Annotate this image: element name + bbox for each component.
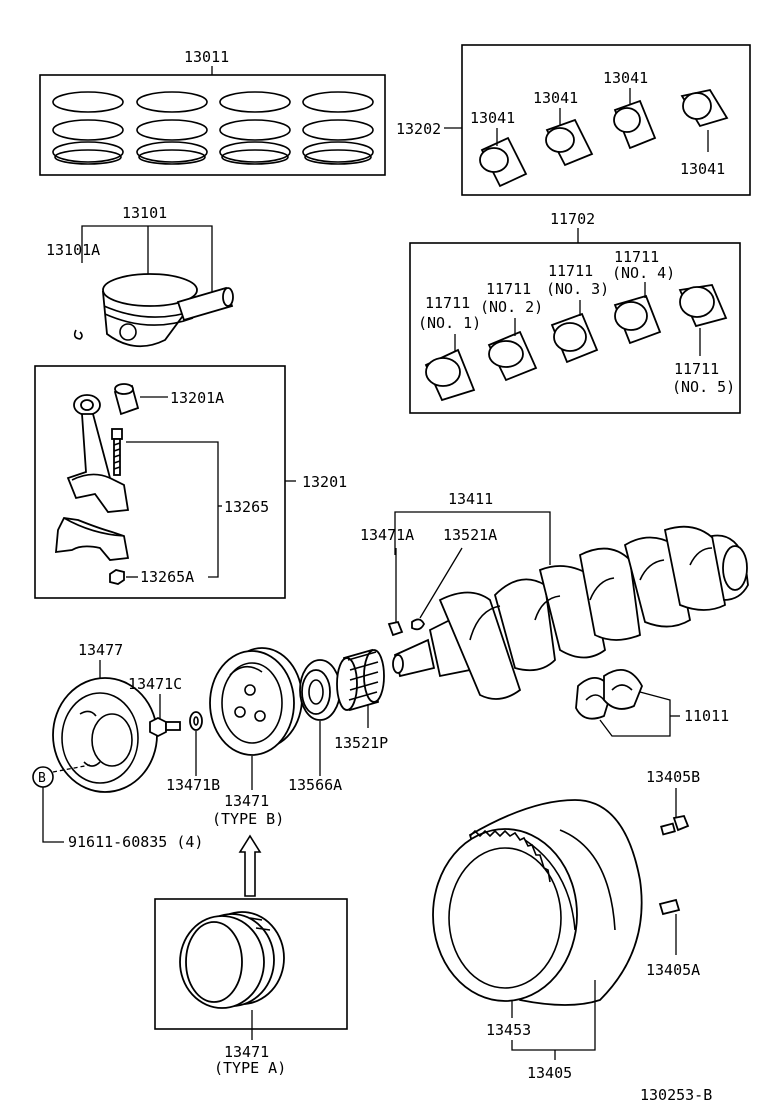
rod-bushing	[113, 383, 140, 416]
label-13201a: 13201A	[170, 389, 224, 407]
piston	[102, 273, 198, 348]
connecting-rod-assembly: 13201 13201A 13265 13265A	[34, 365, 347, 599]
label-13101: 13101	[122, 204, 167, 222]
callout-b-letter: B	[38, 771, 46, 786]
woodruff-key	[411, 618, 426, 631]
label-11711-no2: (NO. 2)	[480, 298, 543, 316]
label-13471b: 13471B	[166, 776, 220, 794]
label-13201: 13201	[302, 473, 347, 491]
label-13101a: 13101A	[46, 241, 100, 259]
label-13471a: 13471A	[360, 526, 414, 544]
label-11702: 11702	[550, 210, 595, 228]
piston-ring-set: 13011	[39, 48, 386, 176]
snap-ring	[73, 329, 83, 340]
label-13265: 13265	[224, 498, 269, 516]
label-13041: 13041	[533, 89, 578, 107]
label-11711: 11711	[674, 360, 719, 378]
bearing-shell	[545, 118, 594, 167]
label-13471: 13471	[224, 792, 269, 810]
bolt-reference: 91611-60835 (4)	[68, 833, 203, 851]
flywheel-bolt: 13405B	[646, 768, 700, 836]
label-11011: 11011	[684, 707, 729, 725]
bearing-shell	[680, 88, 729, 128]
label-13477: 13477	[78, 641, 123, 659]
connecting-rod	[66, 394, 130, 513]
label-13202: 13202	[396, 120, 441, 138]
label-13405a: 13405A	[646, 961, 700, 979]
label-11711: 11711	[486, 280, 531, 298]
label-13041: 13041	[680, 160, 725, 178]
flywheel-pin: 13405A	[646, 898, 700, 979]
rod-bolt	[111, 428, 123, 476]
bearing-shell	[613, 294, 662, 345]
label-11711: 11711	[425, 294, 470, 312]
ring-stack	[136, 91, 208, 165]
callout-b: B 91611-60835 (4)	[32, 764, 203, 851]
crankshaft	[392, 525, 749, 700]
crankshaft-bearing-set: 11702 11711 (NO. 1) 11711 (NO	[409, 210, 741, 414]
label-13265a: 13265A	[140, 568, 194, 586]
figure-code: 130253-B	[640, 1086, 712, 1104]
crankshaft-timing-gear: 13521P	[334, 648, 388, 752]
piston-pin	[176, 286, 234, 322]
label-11711-no3: (NO. 3)	[546, 280, 609, 298]
crankshaft-pulley: 13477	[52, 641, 158, 793]
label-type-b: (TYPE B)	[212, 810, 284, 828]
timing-pulley-type-a: 13471 (TYPE A)	[154, 898, 348, 1077]
label-13471c: 13471C	[128, 675, 182, 693]
label-13521p: 13521P	[334, 734, 388, 752]
ring-stack	[219, 91, 291, 165]
rod-nut	[109, 569, 125, 585]
bearing-shell	[479, 136, 528, 188]
label-11711: 11711	[614, 248, 659, 266]
crank-key	[387, 620, 404, 637]
bearing-shell	[487, 330, 538, 382]
rod-cap	[55, 517, 130, 561]
label-13411: 13411	[448, 490, 493, 508]
bearing-shell	[678, 284, 728, 328]
label-13521a: 13521A	[443, 526, 497, 544]
direction-arrow	[238, 834, 262, 897]
label-13471: 13471	[224, 1043, 269, 1061]
label-11711-no4: (NO. 4)	[612, 264, 675, 282]
pulley-washer: 13471B	[166, 711, 220, 794]
pulley-bolt: 13471C	[128, 675, 182, 738]
label-13405b: 13405B	[646, 768, 700, 786]
bearing-shell	[550, 312, 599, 364]
label-11711-no1: (NO. 1)	[418, 314, 481, 332]
label-13041: 13041	[603, 69, 648, 87]
crank-oil-seal: 13566A	[288, 659, 342, 794]
label-11711-no5: (NO. 5)	[672, 378, 735, 396]
label-13566a: 13566A	[288, 776, 342, 794]
label-11711: 11711	[548, 262, 593, 280]
label-type-a: (TYPE A)	[214, 1059, 286, 1077]
label-13011: 13011	[184, 48, 229, 66]
label-13453: 13453	[486, 1021, 531, 1039]
thrust-washer-set: 11011	[575, 669, 729, 737]
crankshaft-assembly: 13411 13471A 13521A	[360, 490, 749, 700]
label-13041: 13041	[470, 109, 515, 127]
timing-pulley-type-b: 13471 (TYPE B)	[209, 647, 303, 828]
bearing-shell	[424, 348, 476, 402]
rod-bearing-set: 13202 13041 13041 13041 13041	[396, 44, 751, 196]
ring-stack	[302, 91, 374, 165]
flywheel-assembly: 13453 13405	[432, 799, 643, 1082]
piston-assembly: 13101 13101A	[46, 204, 234, 348]
label-13405: 13405	[527, 1064, 572, 1082]
bearing-shell	[613, 99, 657, 150]
ring-stack	[52, 91, 124, 165]
